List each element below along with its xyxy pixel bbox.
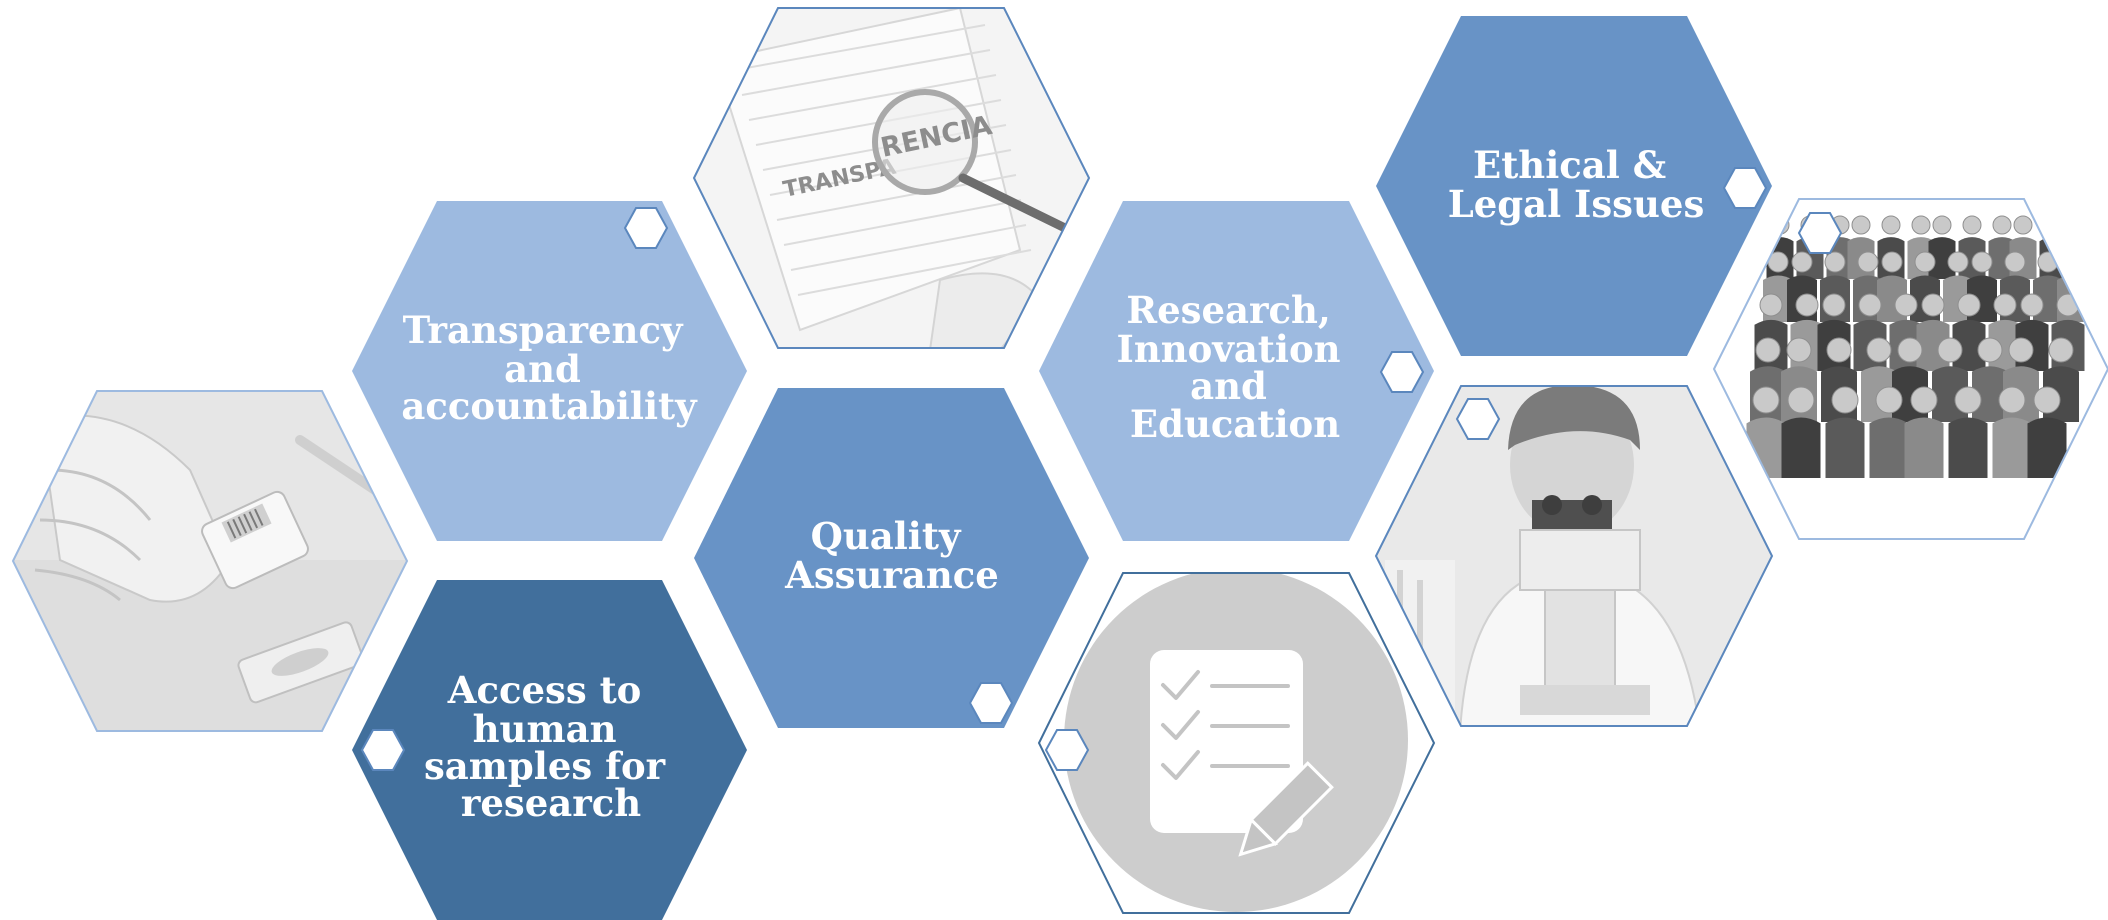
research-line-4: Education	[1130, 402, 1340, 446]
crowd-figure	[1869, 386, 1909, 478]
transparency-line-3: accountability	[401, 384, 698, 428]
small-hexagon-marker	[1455, 398, 1501, 440]
crowd-figure	[1904, 386, 1944, 478]
crowd-figure	[1952, 293, 1986, 371]
transparency-line-2: and	[504, 347, 581, 391]
research-line-2: Innovation	[1117, 327, 1341, 371]
crowd-figure	[2027, 386, 2067, 478]
small-hexagon-marker	[360, 729, 406, 771]
quality-assurance-hexagon: Quality Assurance	[694, 388, 1089, 728]
quality-line-1: Quality	[811, 514, 962, 558]
crowd-figure	[1928, 215, 1956, 279]
magnifier-document-photo: TRANSPA RENCIA	[692, 7, 1091, 349]
ethical-line-2: Legal Issues	[1448, 182, 1705, 226]
small-hexagon-marker	[1797, 212, 1843, 254]
small-hexagon-marker	[623, 207, 669, 249]
small-hexagon-marker	[1722, 167, 1768, 209]
gloved-hand-sample-photo	[11, 390, 409, 732]
quality-assurance-label: Quality Assurance	[784, 514, 999, 597]
transparency-hexagon: Transparency and accountability	[352, 201, 747, 541]
small-hexagon-marker	[1044, 729, 1090, 771]
transparency-line-1: Transparency	[403, 308, 684, 352]
access-line-2: human	[473, 707, 617, 751]
quality-line-2: Assurance	[784, 553, 999, 597]
ethical-legal-label: Ethical & Legal Issues	[1448, 143, 1705, 226]
access-line-4: research	[461, 781, 641, 825]
ethical-legal-hexagon: Ethical & Legal Issues	[1376, 16, 1772, 356]
transparency-label: Transparency and accountability	[401, 308, 698, 428]
access-line-1: Access to	[447, 668, 642, 712]
microscope-scientist-photo	[1374, 385, 1774, 727]
small-hexagon-marker	[968, 682, 1014, 724]
access-line-3: samples for	[424, 744, 666, 788]
research-line-1: Research,	[1126, 288, 1330, 332]
small-hexagon-marker	[1379, 351, 1425, 393]
research-innovation-label: Research, Innovation and Education	[1117, 288, 1354, 446]
crowd-figure	[1825, 386, 1865, 478]
crowd-figure	[1972, 337, 2008, 422]
ethical-line-1: Ethical &	[1473, 143, 1666, 187]
access-samples-label: Access to human samples for research	[424, 668, 678, 825]
checklist-pencil-icon	[1037, 572, 1436, 914]
research-innovation-hexagon: Research, Innovation and Education	[1039, 201, 1434, 541]
crowd-figure	[1948, 386, 1988, 478]
access-samples-hexagon: Access to human samples for research	[352, 580, 747, 920]
crowd-figure	[1781, 386, 1821, 478]
crowd-figure	[1992, 386, 2032, 478]
research-line-3: and	[1190, 364, 1267, 408]
people-crowd-photo	[1712, 198, 2108, 540]
